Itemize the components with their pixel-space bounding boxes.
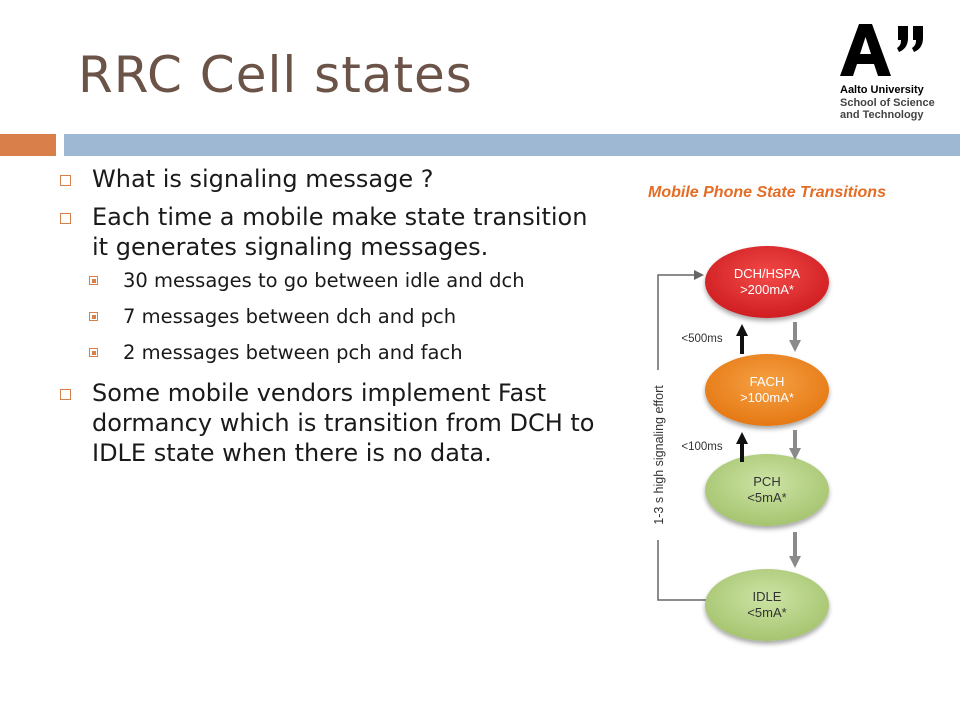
state-fach xyxy=(705,354,829,426)
header-divider-bar xyxy=(64,134,960,156)
arrow-up-icon xyxy=(736,324,748,354)
state-label: PCH xyxy=(753,474,780,489)
timing-label: <500ms xyxy=(681,333,722,345)
sub-bullet-text: 7 messages between dch and pch xyxy=(123,305,457,328)
logo-text: Aalto University School of Science and T… xyxy=(840,84,940,122)
state-power: >100mA* xyxy=(740,390,794,405)
bullet-item: Some mobile vendors implement Fast dorma… xyxy=(60,378,600,468)
bullet-item: What is signaling message ? xyxy=(60,164,600,194)
state-transition-diagram: Mobile Phone State Transitions 1-3 s hig… xyxy=(646,184,886,641)
sub-bullet-list: 30 messages to go between idle and dch 7… xyxy=(89,270,600,364)
side-label-backdrop xyxy=(646,370,670,540)
diagram-title: Mobile Phone State Transitions xyxy=(648,184,886,201)
sub-bullet-text: 30 messages to go between idle and dch xyxy=(123,269,525,292)
state-pch xyxy=(705,454,829,526)
aalto-logo: Aalto University School of Science and T… xyxy=(840,22,940,122)
header-accent-bar xyxy=(0,134,56,156)
bullet-text: Each time a mobile make state transition… xyxy=(92,203,588,261)
slide-title: RRC Cell states xyxy=(78,46,473,104)
filled-square-bullet-icon xyxy=(89,276,98,285)
bullet-list: What is signaling message ? Each time a … xyxy=(60,160,600,468)
arrow-down-icon xyxy=(789,430,801,460)
logo-school: School of Science xyxy=(840,96,935,109)
state-label: FACH xyxy=(750,374,785,389)
aalto-logo-mark xyxy=(840,24,923,76)
state-power: <5mA* xyxy=(747,605,786,620)
square-bullet-icon xyxy=(60,389,71,400)
square-bullet-icon xyxy=(60,175,71,186)
sub-bullet-text: 2 messages between pch and fach xyxy=(123,341,463,364)
state-label: DCH/HSPA xyxy=(734,266,801,281)
filled-square-bullet-icon xyxy=(89,312,98,321)
square-bullet-icon xyxy=(60,213,71,224)
arrow-down-icon xyxy=(789,532,801,568)
state-power: <5mA* xyxy=(747,490,786,505)
logo-technology: and Technology xyxy=(840,109,924,121)
timing-label: <100ms xyxy=(681,441,722,453)
signaling-effort-label: 1-3 s high signaling effort xyxy=(652,385,666,525)
bullet-text: Some mobile vendors implement Fast dorma… xyxy=(92,379,595,467)
sub-bullet-item: 2 messages between pch and fach xyxy=(89,342,600,364)
state-idle xyxy=(705,569,829,641)
arrow-up-icon xyxy=(736,432,748,462)
sub-bullet-item: 7 messages between dch and pch xyxy=(89,306,600,328)
sub-bullet-item: 30 messages to go between idle and dch xyxy=(89,270,600,292)
bullet-text: What is signaling message ? xyxy=(92,165,434,193)
return-loop-arrowhead-icon xyxy=(694,270,704,280)
bullet-item: Each time a mobile make state transition… xyxy=(60,202,600,364)
state-label: IDLE xyxy=(753,589,782,604)
filled-square-bullet-icon xyxy=(89,348,98,357)
arrow-down-icon xyxy=(789,322,801,352)
logo-university: Aalto University xyxy=(840,84,924,96)
state-dch-hspa xyxy=(705,246,829,318)
state-power: >200mA* xyxy=(740,282,794,297)
